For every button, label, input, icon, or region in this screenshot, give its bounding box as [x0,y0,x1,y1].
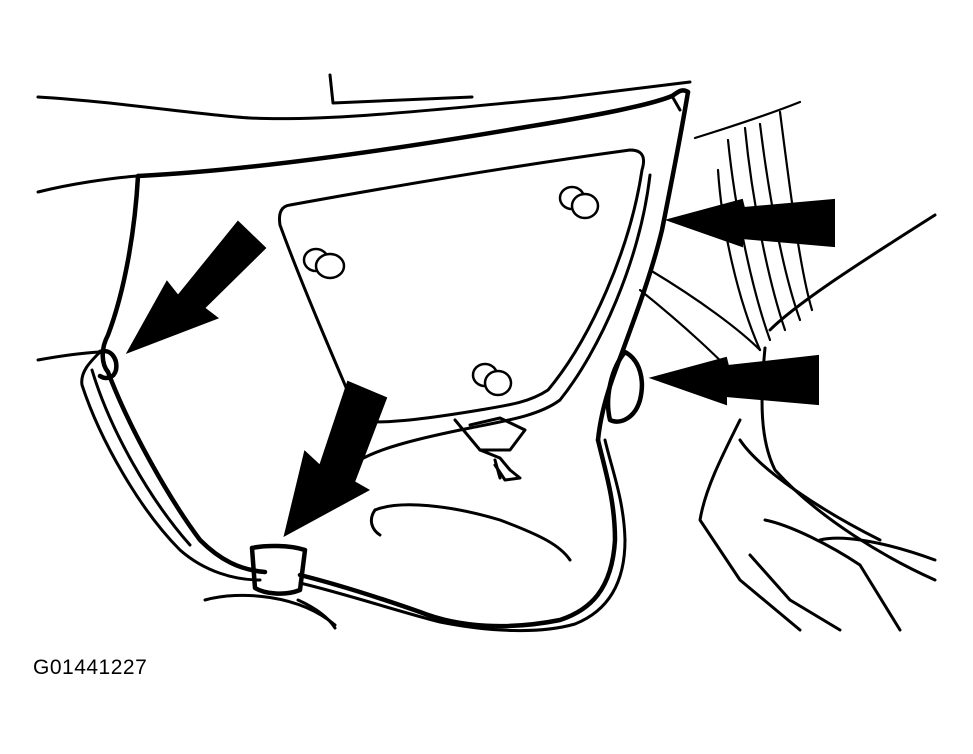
clip-right-edge [605,349,645,424]
clip-bottom [249,543,308,596]
fastener-upper-right [558,185,600,220]
arrow-upper-left-clip [125,220,267,354]
fastener-upper-left [302,247,346,280]
clip-left-edge [97,348,119,381]
callout-arrows [125,198,835,537]
surrounding-structure [36,73,937,632]
figure-code-label: G01441227 [33,656,148,679]
arrow-lower-center-clip [283,380,388,537]
arrow-right-upper-clip [664,198,835,248]
trim-panel [80,88,691,633]
clip-lower-center [453,416,527,482]
fastener-lower [471,362,513,397]
fasteners [97,185,645,596]
arrow-right-lower-clip [648,354,819,406]
